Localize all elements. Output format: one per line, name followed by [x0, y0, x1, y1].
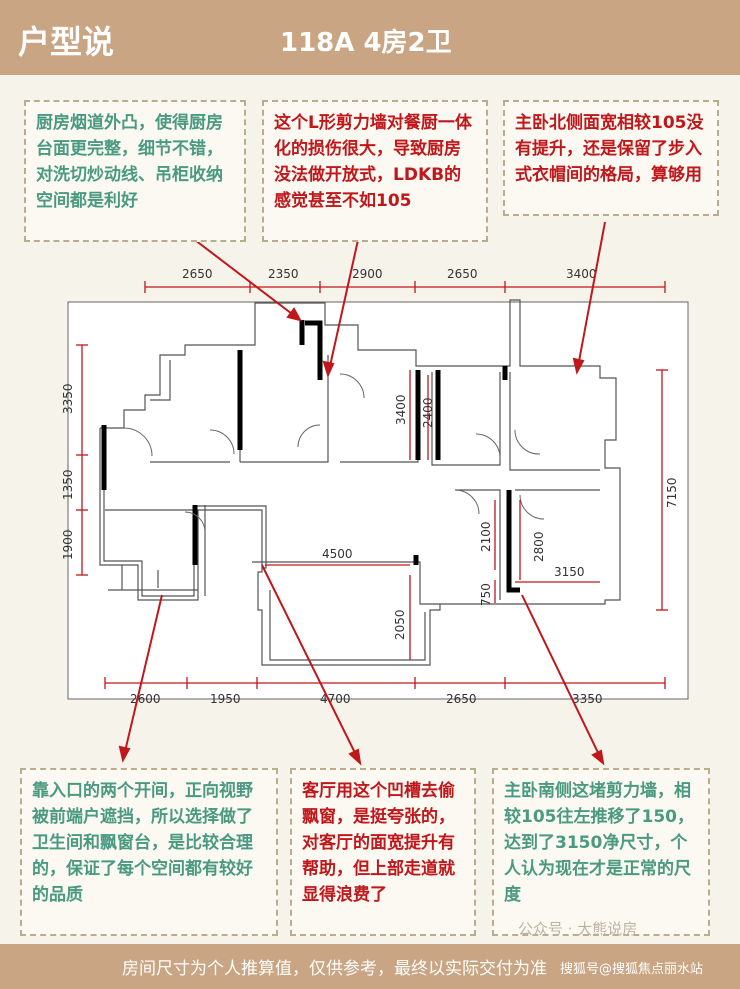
note-top-center-text: 这个L形剪力墙对餐厨一体化的损伤很大，导致厨房没法做开放式，LDKB的感觉甚至不… — [274, 113, 472, 211]
dim-top-3: 2900 — [352, 267, 383, 281]
dim-inner-4500: 4500 — [322, 547, 353, 561]
plan-walls — [99, 299, 621, 666]
plan-frame — [67, 301, 689, 700]
dim-inner-2100: 2100 — [479, 521, 493, 552]
dim-inner-750: 750 — [479, 583, 493, 606]
footer-bar: 公众号 · 大熊说房 房间尺寸为个人推算值，仅供参考，最终以实际交付为准 搜狐号… — [0, 920, 740, 989]
note-top-center: 这个L形剪力墙对餐厨一体化的损伤很大，导致厨房没法做开放式，LDKB的感觉甚至不… — [262, 100, 488, 242]
dimension-lines — [76, 281, 668, 689]
source-label: 搜狐号@搜狐焦点丽水站 — [560, 962, 704, 977]
watermark-label: 公众号 · 大熊说房 — [518, 920, 638, 938]
dim-bottom-3: 4700 — [320, 692, 351, 706]
dim-top-2: 2350 — [268, 267, 299, 281]
dim-right: 7150 — [665, 477, 679, 508]
dim-bottom-1: 2600 — [130, 692, 161, 706]
note-top-right: 主卧北侧面宽相较105没有提升，还是保留了步入式衣帽间的格局，算够用 — [503, 100, 719, 216]
note-bottom-left-text: 靠入口的两个开间，正向视野被前端户遮挡，所以选择做了卫生间和飘窗台，是比较合理的… — [32, 781, 253, 905]
dim-top-1: 2650 — [182, 267, 213, 281]
dim-top-4: 2650 — [447, 267, 478, 281]
note-bottom-left: 靠入口的两个开间，正向视野被前端户遮挡，所以选择做了卫生间和飘窗台，是比较合理的… — [20, 768, 278, 936]
dim-bottom-2: 1950 — [210, 692, 241, 706]
dim-inner-3400: 3400 — [394, 394, 408, 425]
dim-bottom-4: 2650 — [446, 692, 477, 706]
dim-inner-2400: 2400 — [421, 397, 435, 428]
note-bottom-center-text: 客厅用这个凹槽去偷飘窗，是挺夸张的，对客厅的面宽提升有帮助，但上部走道就显得浪费… — [302, 781, 455, 905]
dim-top-5: 3400 — [566, 267, 597, 281]
dim-left-1: 3350 — [61, 383, 75, 414]
note-bottom-center: 客厅用这个凹槽去偷飘窗，是挺夸张的，对客厅的面宽提升有帮助，但上部走道就显得浪费… — [290, 768, 476, 936]
door-swings — [123, 373, 545, 533]
dim-left-2: 1350 — [61, 469, 75, 500]
disclaimer-text: 房间尺寸为个人推算值，仅供参考，最终以实际交付为准 — [122, 959, 547, 979]
dim-inner-2050: 2050 — [393, 609, 407, 640]
page-title: 户型说 — [18, 23, 115, 61]
dimension-labels: 2650 2350 2900 2650 3400 2600 1950 4700 … — [61, 267, 679, 706]
note-top-right-text: 主卧北侧面宽相较105没有提升，还是保留了步入式衣帽间的格局，算够用 — [515, 113, 704, 185]
dim-bottom-5: 3350 — [572, 692, 603, 706]
note-bottom-right-text: 主卧南侧这堵剪力墙，相较105往左推移了150，达到了3150净尺寸，个人认为现… — [504, 781, 694, 905]
dim-inner-3150: 3150 — [554, 565, 585, 579]
note-top-left: 厨房烟道外凸，使得厨房台面更完整，细节不错，对洗切炒动线、吊柜收纳空间都是利好 — [24, 100, 246, 242]
note-top-left-text: 厨房烟道外凸，使得厨房台面更完整，细节不错，对洗切炒动线、吊柜收纳空间都是利好 — [36, 113, 223, 211]
header-bar: 户型说 118A 4房2卫 — [0, 0, 740, 75]
dim-inner-2800: 2800 — [532, 531, 546, 562]
shear-walls — [101, 320, 520, 593]
callout-arrows — [118, 221, 606, 766]
note-bottom-right: 主卧南侧这堵剪力墙，相较105往左推移了150，达到了3150净尺寸，个人认为现… — [492, 768, 710, 936]
unit-type-label: 118A 4房2卫 — [280, 28, 452, 58]
dim-left-3: 1900 — [61, 529, 75, 560]
